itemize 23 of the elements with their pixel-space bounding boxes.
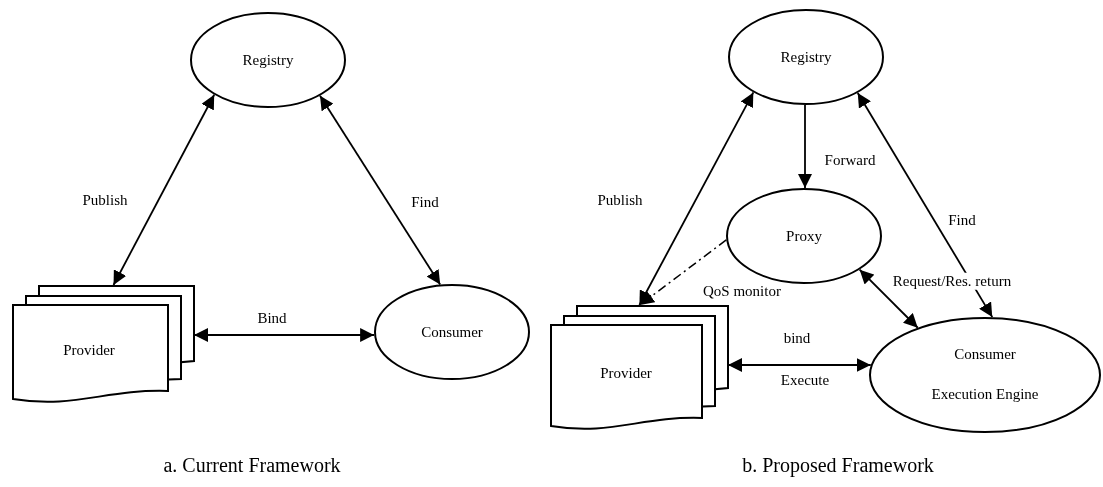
document-stack-node <box>12 285 194 403</box>
document-stack-node <box>550 305 728 430</box>
node-label: Provider <box>600 364 652 382</box>
arrow <box>858 268 919 329</box>
node-label: Registry <box>242 51 294 69</box>
dashed-arrow <box>639 239 727 306</box>
node-label: Consumer <box>421 323 483 341</box>
ellipse-node <box>726 188 882 284</box>
ellipse-node <box>728 9 884 105</box>
edge-label: Request/Res. return <box>891 272 1013 290</box>
node-label: Execution Engine <box>931 385 1039 403</box>
arrow <box>638 91 755 306</box>
arrow <box>856 92 994 318</box>
ellipse-node <box>374 284 530 380</box>
node-label: Registry <box>780 48 832 66</box>
node-label: Consumer <box>954 345 1016 363</box>
arrow <box>112 93 216 286</box>
arrow <box>798 104 812 189</box>
ellipse-node <box>190 12 346 108</box>
node-label: Proxy <box>786 227 822 245</box>
node-label: Provider <box>63 341 115 359</box>
arrow <box>319 94 442 286</box>
ellipse-node <box>869 317 1101 433</box>
